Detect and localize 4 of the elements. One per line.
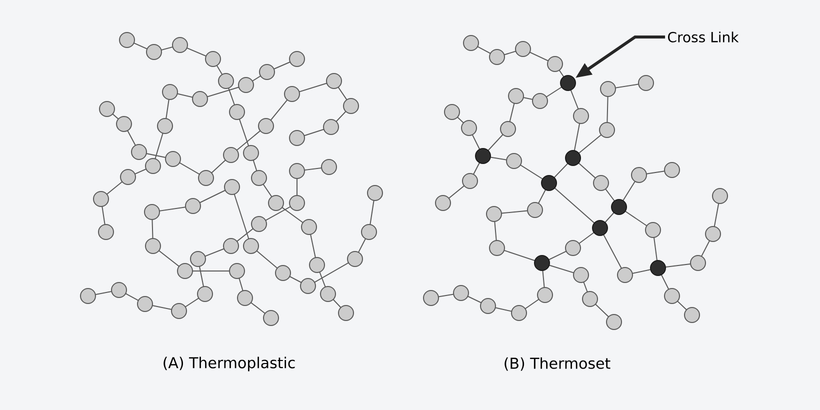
- panel-caption: (B) Thermoset: [504, 357, 610, 371]
- callout-label: Cross Link: [668, 32, 739, 42]
- cross-link-bead: [560, 75, 576, 91]
- panel-caption: (A) Thermoplastic: [164, 356, 295, 372]
